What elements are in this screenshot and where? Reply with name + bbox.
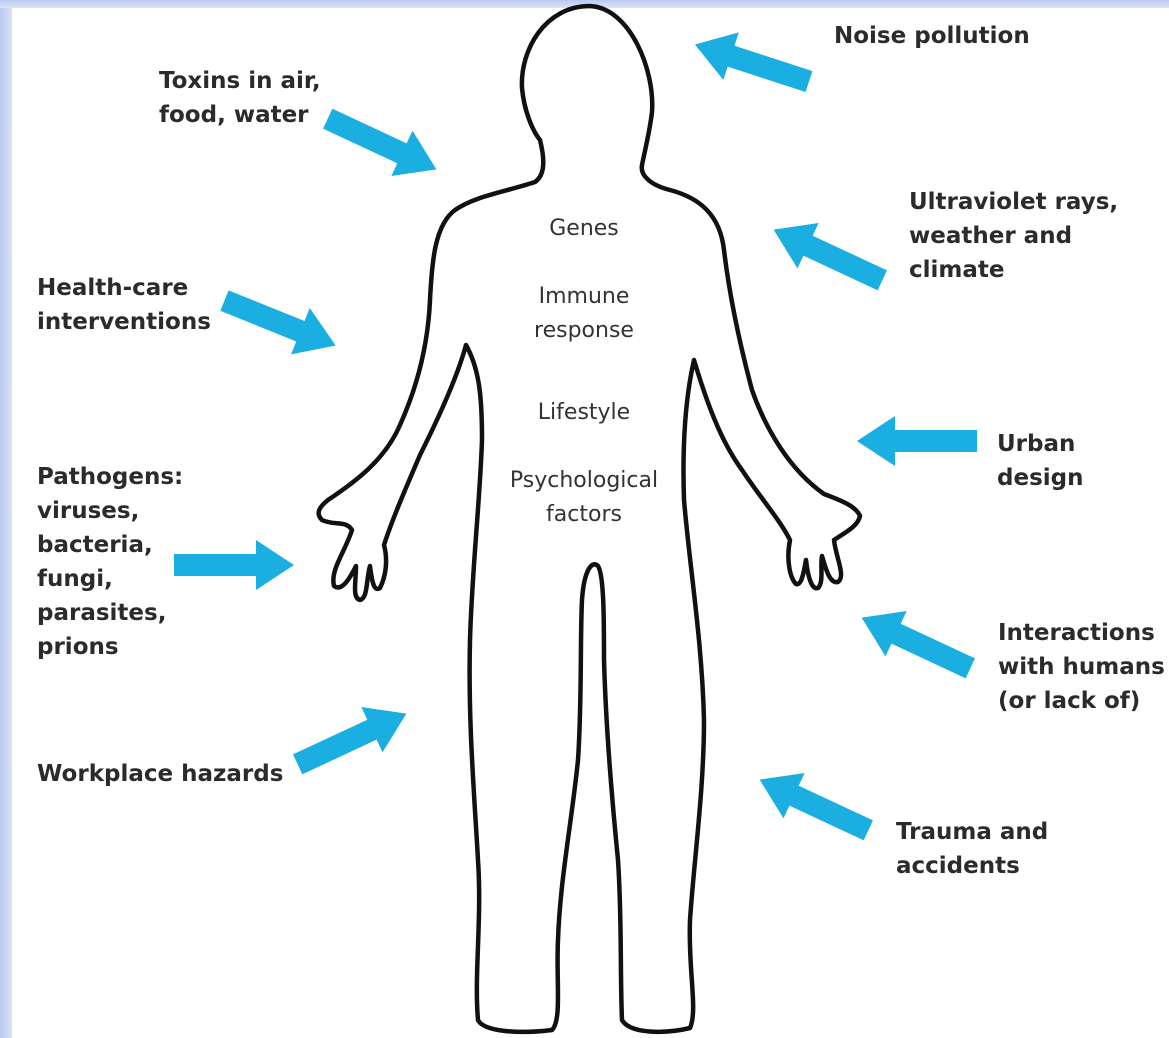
label-trauma: Trauma and accidents bbox=[896, 815, 1169, 883]
inner-factor-genes: Genes bbox=[474, 212, 694, 246]
label-interactions: Interactions with humans (or lack of) bbox=[998, 616, 1165, 718]
inner-factor-lifestyle: Lifestyle bbox=[474, 396, 694, 430]
label-noise-pollution: Noise pollution bbox=[834, 19, 1030, 53]
label-pathogens: Pathogens: viruses, bacteria, fungi, par… bbox=[37, 460, 183, 664]
inner-factor-psychological: Psychological factors bbox=[474, 464, 694, 532]
label-workplace-hazards: Workplace hazards bbox=[37, 757, 283, 791]
label-toxins: Toxins in air, food, water bbox=[159, 64, 321, 132]
urban-arrow-icon bbox=[857, 416, 977, 466]
inner-factor-immune-response: Immune response bbox=[474, 280, 694, 348]
label-urban-design: Urban design bbox=[997, 427, 1169, 495]
label-ultraviolet: Ultraviolet rays, weather and climate bbox=[909, 185, 1169, 287]
label-healthcare: Health-care interventions bbox=[37, 271, 211, 339]
pathogens-arrow-icon bbox=[174, 540, 294, 590]
